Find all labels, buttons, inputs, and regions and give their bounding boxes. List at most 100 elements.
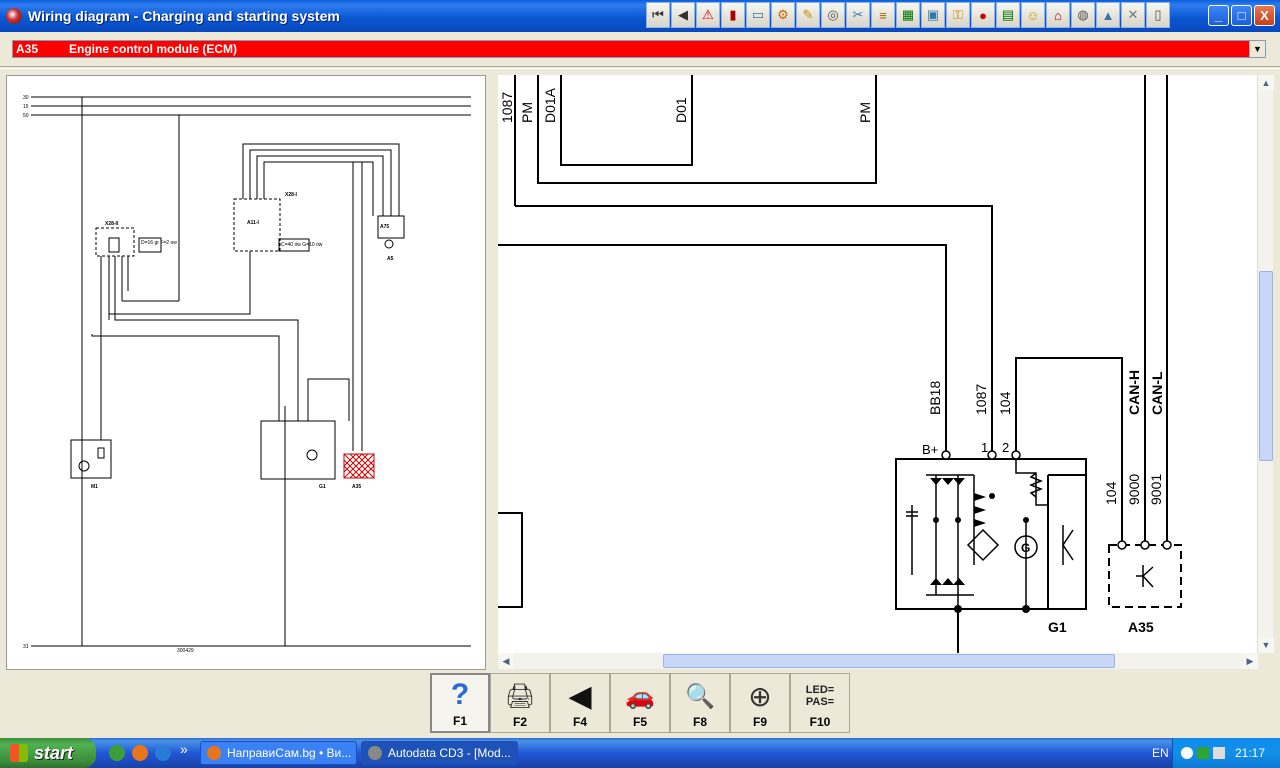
start-button[interactable]: start (0, 738, 96, 768)
windows-logo-icon (10, 744, 28, 762)
chevron-down-icon[interactable]: ▼ (1249, 41, 1265, 57)
window-title: Wiring diagram - Charging and starting s… (28, 8, 340, 24)
a35-pin-104: 104 (1103, 481, 1119, 505)
detail-diagram-panel[interactable]: 1087 PM D01A D01 PM BB18 1087 104 CAN-H … (498, 75, 1258, 653)
close-button[interactable]: X (1254, 5, 1275, 26)
tray-arrow-icon[interactable] (1181, 747, 1193, 759)
scroll-right-icon[interactable]: ▶ (1242, 653, 1258, 669)
task-firefox[interactable]: НаправиСам.bg • Ви... (200, 741, 357, 765)
function-key-bar: ? F1 🖨 F2 ◀ F4 🚗 F5 🔍 F8 ⊕ F9 LED= PAS= … (430, 673, 850, 733)
a35-label: A35 (352, 484, 361, 490)
f5-label: F5 (632, 715, 647, 729)
warning-icon[interactable]: ⚠ (696, 2, 720, 28)
book-icon[interactable]: ▮ (721, 2, 745, 28)
f2-print-button[interactable]: 🖨 F2 (490, 673, 550, 733)
cross-icon[interactable]: ✕ (1121, 2, 1145, 28)
utorrent-icon[interactable] (109, 745, 125, 761)
led-text: LED= (805, 684, 835, 696)
f10-label: F10 (809, 715, 831, 729)
ie-icon[interactable] (155, 745, 171, 761)
f4-label: F4 (572, 715, 587, 729)
clock[interactable]: 21:17 (1235, 746, 1266, 760)
diagnostic-icon[interactable]: ⌂ (1046, 2, 1070, 28)
x28i-label: X28-I (285, 192, 298, 198)
scroll-left-icon[interactable]: ◀ (498, 653, 514, 669)
pin-1: 1 (981, 440, 988, 455)
a11i-note: C=40 ow G=10 ow (281, 242, 323, 248)
wheel-icon[interactable]: ◎ (821, 2, 845, 28)
component-selector[interactable]: A35 Engine control module (ECM) ▼ (12, 40, 1266, 58)
f4-back-button[interactable]: ◀ F4 (550, 673, 610, 733)
bus-50: 50 (23, 113, 29, 119)
f8-zoom-button[interactable]: 🔍 F8 (670, 673, 730, 733)
f1-help-button[interactable]: ? F1 (430, 673, 490, 733)
pin-2: 2 (1002, 440, 1009, 455)
first-icon[interactable]: ⏮ (646, 2, 670, 28)
more-icon[interactable]: » (180, 741, 188, 757)
display-icon[interactable]: ▤ (996, 2, 1020, 28)
help-icon: ? (450, 678, 470, 711)
wire-d01a: D01A (542, 87, 558, 123)
service-icon[interactable]: ◍ (1071, 2, 1095, 28)
component-code: A35 (16, 42, 39, 56)
overview-diagram-panel[interactable]: 30 15 50 31 X28-II X28-I A11-I A75 A5 M1… (6, 75, 486, 670)
network-icon[interactable] (1213, 747, 1225, 759)
f9-component-button[interactable]: ⊕ F9 (730, 673, 790, 733)
firefox-icon[interactable] (132, 745, 148, 761)
gear-icon[interactable]: ⚙ (771, 2, 795, 28)
app-icon[interactable] (6, 8, 22, 24)
a35-detail-label: A35 (1128, 619, 1154, 635)
task-autodata[interactable]: Autodata CD3 - [Mod... (361, 741, 518, 765)
wire-1087: 1087 (973, 384, 989, 415)
system-tray: 21:17 (1172, 738, 1280, 768)
wire-1087-top: 1087 (499, 92, 515, 123)
bus-30: 30 (23, 95, 29, 101)
panel-splitter[interactable] (486, 75, 498, 670)
scroll-up-icon[interactable]: ▲ (1258, 75, 1274, 91)
m1-label: M1 (91, 484, 98, 490)
filter-icon[interactable]: ▦ (896, 2, 920, 28)
vertical-scrollbar[interactable]: ▲ ▼ (1257, 75, 1274, 653)
battery-icon[interactable]: ▣ (921, 2, 945, 28)
vertical-scroll-thumb[interactable] (1259, 271, 1273, 461)
wire-pm: PM (857, 102, 873, 123)
maximize-button[interactable]: □ (1231, 5, 1252, 26)
autodata-task-icon (368, 746, 382, 760)
horizontal-scrollbar[interactable]: ◀ ▶ (498, 653, 1258, 669)
a75-label: A75 (380, 224, 389, 230)
detail-diagram[interactable]: 1087 PM D01A D01 PM BB18 1087 104 CAN-H … (498, 75, 1258, 653)
f8-label: F8 (692, 715, 707, 729)
memo-icon[interactable]: ▯ (1146, 2, 1170, 28)
component-label: Engine control module (ECM) (69, 42, 237, 56)
x28ii-note: D=16 gr F=2 ow (141, 240, 177, 246)
horizontal-scroll-thumb[interactable] (663, 654, 1115, 668)
car-lift-icon[interactable]: ▭ (746, 2, 770, 28)
wire-can-h: CAN-H (1126, 370, 1142, 415)
wrench-icon[interactable]: ✎ (796, 2, 820, 28)
start-label: start (34, 742, 74, 763)
divider (0, 66, 1280, 69)
overview-diagram[interactable]: 30 15 50 31 X28-II X28-I A11-I A75 A5 M1… (7, 76, 487, 671)
f1-label: F1 (452, 714, 467, 728)
engine-icon[interactable]: ▲ (1096, 2, 1120, 28)
taskbar: start » НаправиСам.bg • Ви... Autodata C… (0, 738, 1280, 768)
f9-label: F9 (752, 715, 767, 729)
airbag-icon[interactable]: ☺ (1021, 2, 1045, 28)
timing-icon[interactable]: ≡ (871, 2, 895, 28)
sensor-icon[interactable]: ● (971, 2, 995, 28)
key-icon[interactable]: ⚿ (946, 2, 970, 28)
scroll-down-icon[interactable]: ▼ (1258, 637, 1274, 653)
wire-104: 104 (997, 391, 1013, 415)
wire-can-l: CAN-L (1149, 371, 1165, 415)
back-icon[interactable]: ◀ (671, 2, 695, 28)
a5-label: A5 (387, 256, 394, 262)
x28ii-label: X28-II (105, 221, 119, 227)
language-indicator[interactable]: EN (1152, 746, 1169, 760)
f10-led-pas-button[interactable]: LED= PAS= F10 (790, 673, 850, 733)
g1-label: G1 (319, 484, 326, 490)
f5-vehicle-button[interactable]: 🚗 F5 (610, 673, 670, 733)
security-icon[interactable] (1197, 747, 1209, 759)
tools-icon[interactable]: ✂ (846, 2, 870, 28)
led-pas-icon: LED= PAS= (806, 677, 834, 715)
minimize-button[interactable]: _ (1208, 5, 1229, 26)
